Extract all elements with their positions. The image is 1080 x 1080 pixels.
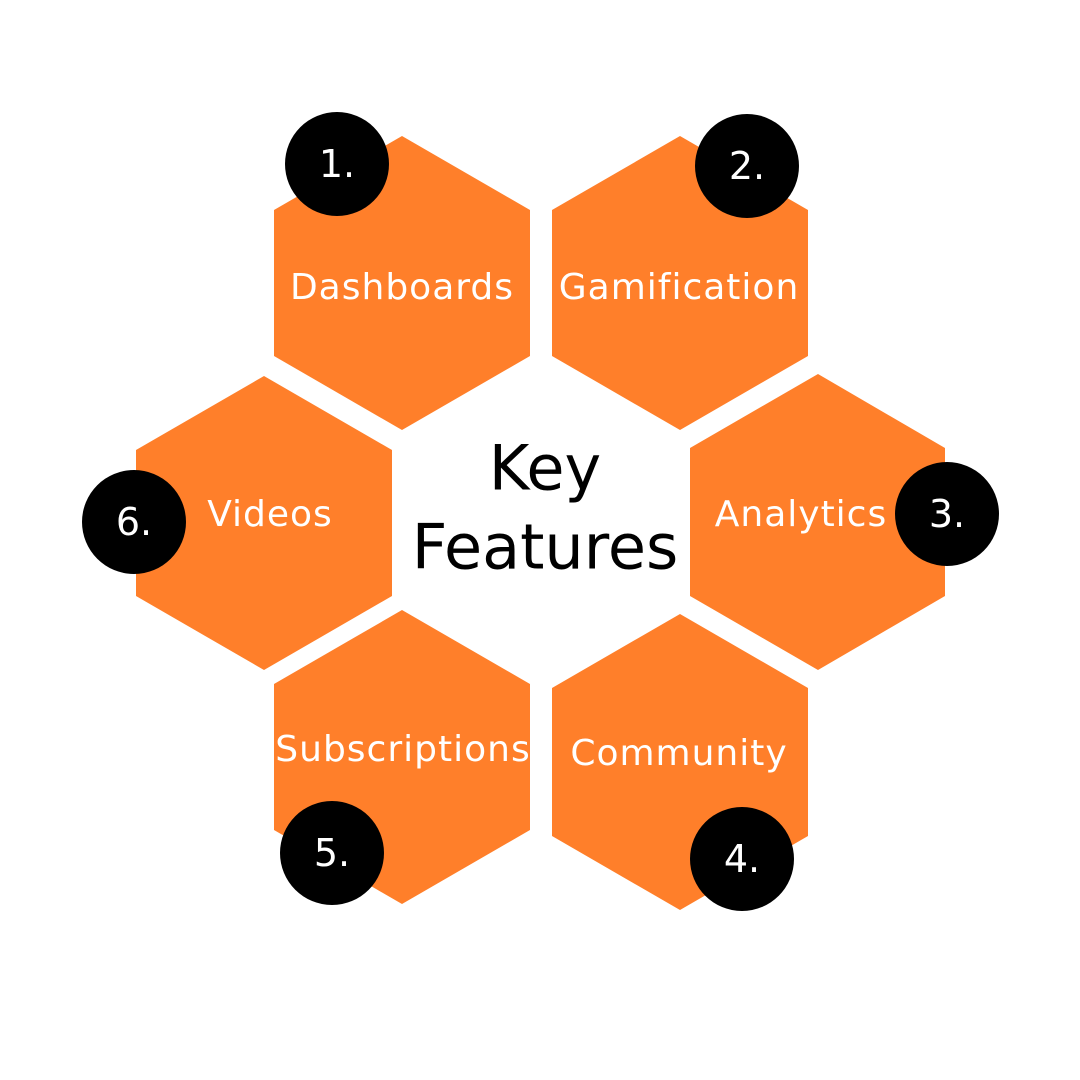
feature-label-dashboards: Dashboards — [289, 267, 515, 308]
hexagon-analytics — [690, 374, 945, 670]
feature-number-badge-2: 2. — [695, 114, 799, 218]
feature-label-analytics: Analytics — [714, 494, 888, 535]
diagram-title: Key Features — [412, 429, 679, 588]
feature-number-badge-6: 6. — [82, 470, 186, 574]
feature-label-gamification: Gamification — [558, 267, 800, 308]
feature-label-videos: Videos — [207, 494, 333, 535]
hexagon-videos — [136, 376, 392, 670]
feature-number-badge-5: 5. — [280, 801, 384, 905]
feature-label-community: Community — [570, 733, 788, 774]
feature-number-badge-3: 3. — [895, 462, 999, 566]
feature-number-badge-1: 1. — [285, 112, 389, 216]
title-line-key: Key — [488, 431, 602, 505]
feature-number-badge-4: 4. — [690, 807, 794, 911]
feature-label-subscriptions: Subscriptions — [275, 729, 531, 770]
title-line-features: Features — [411, 511, 679, 584]
